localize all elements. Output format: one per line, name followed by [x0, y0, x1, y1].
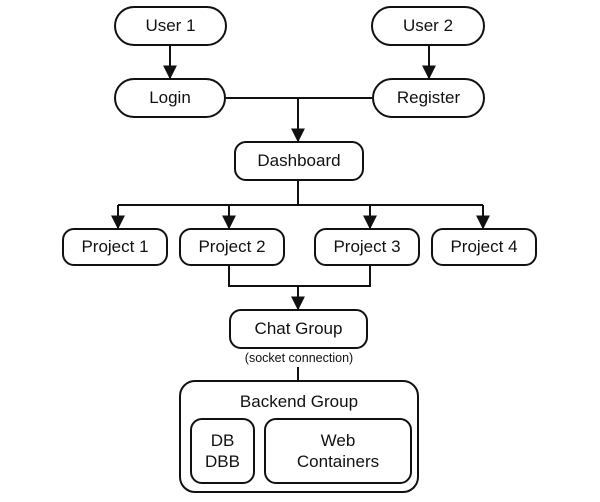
web-containers-label-line1: Web: [320, 431, 356, 450]
project3-label: Project 3: [333, 237, 401, 256]
chat-group-label: Chat Group: [254, 319, 343, 338]
register-node: Register: [372, 78, 485, 118]
backend-group: Backend Group DB DBB Web Containers: [179, 380, 419, 493]
db-label-line2: DBB: [205, 452, 240, 471]
web-containers-node: Web Containers: [264, 418, 412, 484]
user1-label: User 1: [145, 16, 196, 35]
project4-node: Project 4: [431, 228, 537, 266]
dashboard-label: Dashboard: [257, 151, 341, 170]
project4-label: Project 4: [450, 237, 518, 256]
login-node: Login: [114, 78, 226, 118]
project2-node: Project 2: [179, 228, 285, 266]
connector-project2-3-merge: [228, 266, 371, 287]
user2-label: User 2: [402, 16, 454, 35]
user1-node: User 1: [114, 6, 227, 46]
login-label: Login: [149, 88, 191, 107]
project1-node: Project 1: [62, 228, 168, 266]
user2-node: User 2: [371, 6, 485, 46]
backend-group-title: Backend Group: [239, 392, 359, 411]
project3-node: Project 3: [314, 228, 420, 266]
web-containers-label-line2: Containers: [296, 452, 380, 471]
chat-group-node: Chat Group: [229, 309, 368, 349]
register-label: Register: [396, 88, 461, 107]
project2-label: Project 2: [198, 237, 266, 256]
socket-connection-note: (socket connection): [244, 351, 354, 365]
db-label-line1: DB: [210, 431, 235, 450]
project1-label: Project 1: [81, 237, 149, 256]
db-node: DB DBB: [190, 418, 255, 484]
dashboard-node: Dashboard: [234, 141, 364, 181]
